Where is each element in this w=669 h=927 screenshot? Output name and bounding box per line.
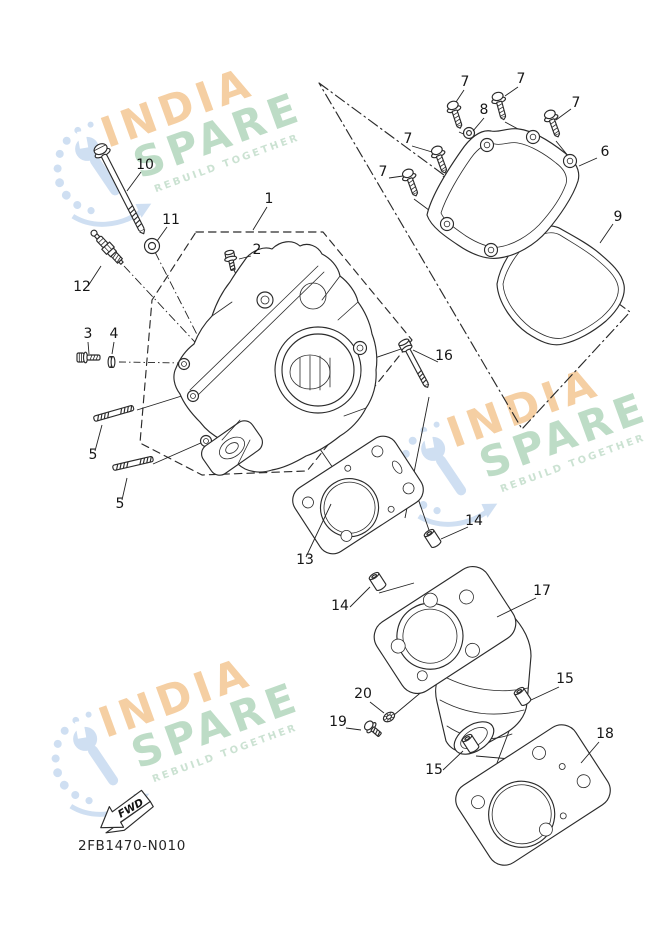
- callout-7c: 7: [572, 95, 581, 111]
- part-code: 2FB1470-N010: [78, 838, 186, 854]
- callout-8: 8: [480, 102, 489, 118]
- callout-7d: 7: [404, 131, 413, 147]
- callout-9: 9: [614, 209, 623, 225]
- lock-washer-20: [381, 709, 397, 725]
- callout-15a: 15: [556, 671, 574, 687]
- callout-1: 1: [265, 191, 274, 207]
- callout-5a: 5: [89, 447, 98, 463]
- dowel-pin-14b: [367, 570, 388, 593]
- callout-17: 17: [533, 583, 551, 599]
- bolt-16: [397, 337, 434, 391]
- cylinder-head: [173, 241, 378, 476]
- callout-14b: 14: [331, 598, 349, 614]
- dowel-pin-14a: [422, 527, 443, 550]
- callout-16: 16: [435, 348, 453, 364]
- callout-15b: 15: [425, 762, 443, 778]
- callout-4: 4: [110, 326, 119, 342]
- bolt-2: [222, 248, 240, 272]
- cover-bolt-7e: [399, 166, 424, 199]
- callout-18: 18: [596, 726, 614, 742]
- washer-4: [107, 356, 116, 368]
- callout-7a: 7: [461, 74, 470, 90]
- callout-leaders: [87, 86, 614, 771]
- callout-20: 20: [354, 686, 372, 702]
- callout-13: 13: [296, 552, 314, 568]
- stud-bolt-5a: [92, 404, 135, 423]
- callout-10: 10: [136, 157, 154, 173]
- bolt-19: [361, 717, 385, 741]
- callout-14a: 14: [465, 513, 483, 529]
- cover-bolt-7b: [489, 90, 512, 122]
- callout-12: 12: [73, 279, 91, 295]
- cylinder-block: [373, 565, 532, 755]
- head-cover: [426, 128, 580, 259]
- spark-plug-12: [87, 226, 127, 268]
- callout-6: 6: [601, 144, 610, 160]
- callout-numbers: 1 2 3 4 5 5 6 7 7 7 7 7 8 9 10 11 12 13 …: [73, 71, 622, 778]
- head-gasket: [292, 435, 424, 555]
- callout-3: 3: [84, 326, 93, 342]
- watermark-bottom-left: INDIA SPARE REBUILD TOGETHER: [51, 647, 307, 817]
- callout-11: 11: [162, 212, 180, 228]
- callout-2: 2: [253, 242, 262, 258]
- head-assembly-boundary: [139, 231, 413, 476]
- bolt-3: [76, 351, 101, 364]
- cover-bolt-7c: [541, 107, 566, 140]
- stud-bolt-5b: [111, 455, 155, 472]
- watermark-middle-right: INDIA SPARE REBUILD TOGETHER: [399, 357, 655, 527]
- cover-bolt-7a: [444, 98, 468, 131]
- callout-7b: 7: [517, 71, 526, 87]
- callout-19: 19: [329, 714, 347, 730]
- callout-7e: 7: [379, 164, 388, 180]
- washer-8: [462, 126, 476, 140]
- cover-bolt-tabs: [439, 129, 578, 258]
- callout-5b: 5: [116, 496, 125, 512]
- cylinder-gasket: [455, 724, 611, 866]
